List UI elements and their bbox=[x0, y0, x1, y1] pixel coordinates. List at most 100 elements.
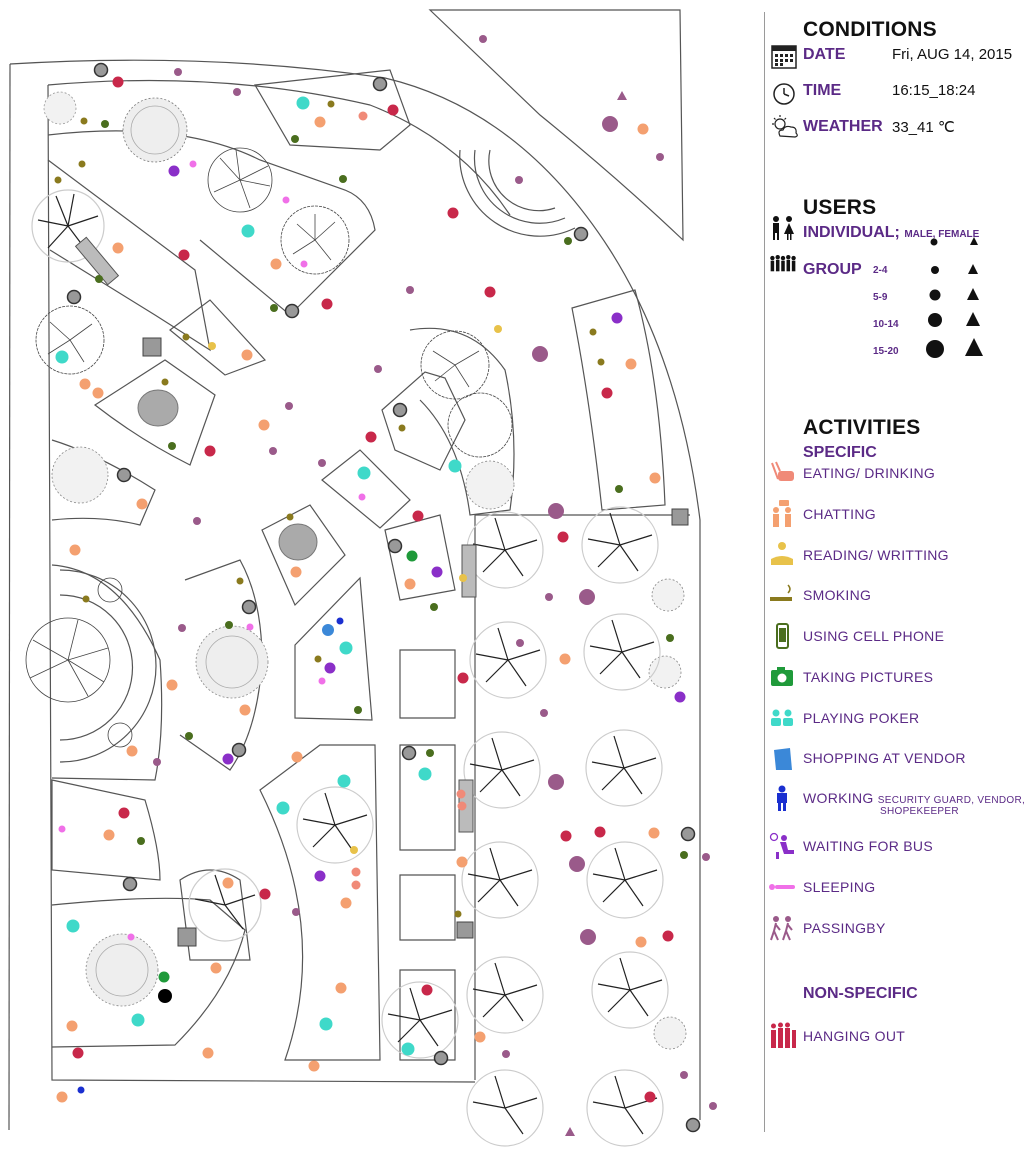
marker-chatting bbox=[625, 358, 637, 370]
marker-passing-by bbox=[580, 929, 596, 945]
palm-tree bbox=[466, 511, 544, 589]
marker-chatting bbox=[126, 745, 138, 757]
tree-canopy bbox=[35, 305, 105, 375]
tree-canopy bbox=[51, 446, 109, 504]
marker-hanging-out bbox=[412, 510, 424, 522]
marker-passing-by bbox=[656, 153, 664, 161]
marker-hanging-out bbox=[601, 387, 613, 399]
marker-sleeping bbox=[358, 493, 366, 501]
activity-label: SMOKING bbox=[803, 587, 872, 603]
marker-chatting bbox=[136, 498, 148, 510]
marker-reading bbox=[459, 574, 467, 582]
marker-sleeping bbox=[189, 160, 197, 168]
marker-bin bbox=[392, 402, 408, 418]
marker-waiting bbox=[431, 566, 443, 578]
marker-smoking bbox=[182, 333, 190, 341]
tree-canopy bbox=[280, 205, 350, 275]
marker-hanging-out bbox=[259, 888, 271, 900]
activity-cell-phone: USING CELL PHONE bbox=[768, 622, 1031, 650]
date-label: DATE bbox=[803, 46, 846, 63]
planter-box bbox=[177, 927, 197, 947]
female-marker bbox=[617, 91, 627, 100]
marker-phone bbox=[339, 175, 347, 183]
eating-drinking-icon bbox=[771, 461, 794, 481]
female-marker-group bbox=[565, 91, 627, 1136]
marker-bin bbox=[401, 745, 417, 761]
weather-value: 33_41 ℃ bbox=[892, 119, 955, 136]
marker-chatting bbox=[239, 704, 251, 716]
calendar-icon bbox=[771, 45, 797, 69]
marker-working bbox=[336, 617, 344, 625]
marker-chatting bbox=[474, 1031, 486, 1043]
marker-bin bbox=[680, 826, 696, 842]
marker-phone bbox=[615, 485, 623, 493]
marker-eating bbox=[457, 801, 467, 811]
individual-note: MALE, FEMALE bbox=[904, 229, 980, 240]
palm-tree bbox=[586, 1069, 664, 1147]
sleeping-icon bbox=[769, 884, 795, 890]
marker-hanging-out bbox=[321, 298, 333, 310]
group-label: GROUP bbox=[803, 261, 862, 278]
marker-phone bbox=[225, 621, 233, 629]
marker-chatting bbox=[79, 378, 91, 390]
activity-taking-pictures: TAKING PICTURES bbox=[768, 663, 1031, 691]
marker-passing-by bbox=[292, 908, 300, 916]
marker-passing-by bbox=[178, 624, 186, 632]
marker-bin bbox=[116, 467, 132, 483]
marker-hanging-out bbox=[387, 104, 399, 116]
marker-passing-by bbox=[318, 459, 326, 467]
bench bbox=[74, 236, 120, 286]
marker-passing-by bbox=[233, 88, 241, 96]
marker-phone bbox=[426, 749, 434, 757]
marker-poker bbox=[131, 1013, 145, 1027]
marker-phone bbox=[185, 732, 193, 740]
marker-phone bbox=[680, 851, 688, 859]
marker-chatting bbox=[308, 1060, 320, 1072]
cell-phone-icon bbox=[776, 623, 789, 649]
marker-bin bbox=[372, 76, 388, 92]
marker-bin bbox=[573, 226, 589, 242]
activity-chatting: CHATTING bbox=[768, 500, 1031, 528]
marker-bin bbox=[387, 538, 403, 554]
activity-reading-writing: READING/ WRITTING bbox=[768, 541, 1031, 569]
marker-hanging-out bbox=[118, 807, 130, 819]
individual-female-marker bbox=[970, 237, 978, 245]
marker-hanging-out bbox=[112, 76, 124, 88]
activity-playing-poker: PLAYING POKER bbox=[768, 704, 1031, 732]
tree-canopy bbox=[651, 578, 685, 612]
activity-label: WAITING FOR BUS bbox=[803, 838, 933, 854]
marker-eating bbox=[358, 111, 368, 121]
marker-chatting bbox=[314, 116, 326, 128]
marker-smoking bbox=[398, 424, 406, 432]
marker-passing-by bbox=[548, 774, 564, 790]
marker-chatting bbox=[222, 877, 234, 889]
working-icon bbox=[777, 785, 787, 811]
marker-passing-by bbox=[374, 365, 382, 373]
marker-waiting bbox=[324, 662, 336, 674]
activity-label: TAKING PICTURES bbox=[803, 669, 934, 685]
marker-passing-by bbox=[532, 346, 548, 362]
marker-working bbox=[77, 1086, 85, 1094]
tree-canopy bbox=[85, 933, 159, 1007]
palm-tree bbox=[586, 841, 664, 919]
marker-chatting bbox=[290, 566, 302, 578]
marker-smoking bbox=[597, 358, 605, 366]
marker-shopping bbox=[322, 624, 334, 636]
marker-hanging-out bbox=[365, 431, 377, 443]
activity-working: WORKING SECURITY GUARD, VENDOR, SHOPEKEE… bbox=[768, 784, 1031, 817]
marker-bin bbox=[433, 1050, 449, 1066]
marker-passing-by bbox=[602, 116, 618, 132]
marker-chatting bbox=[202, 1047, 214, 1059]
marker-hanging-out bbox=[457, 672, 469, 684]
tree-canopy bbox=[207, 147, 273, 213]
site-furniture bbox=[74, 236, 689, 947]
marker-passing-by bbox=[540, 709, 548, 717]
marker-chatting bbox=[66, 1020, 78, 1032]
palm-tree bbox=[296, 786, 374, 864]
activity-hanging-out: HANGING OUT bbox=[768, 1022, 1031, 1050]
weather-icon bbox=[772, 115, 798, 138]
marker-sleeping bbox=[282, 196, 290, 204]
marker-sleeping bbox=[58, 825, 66, 833]
marker-passing-by bbox=[502, 1050, 510, 1058]
group-male-marker bbox=[931, 266, 939, 274]
